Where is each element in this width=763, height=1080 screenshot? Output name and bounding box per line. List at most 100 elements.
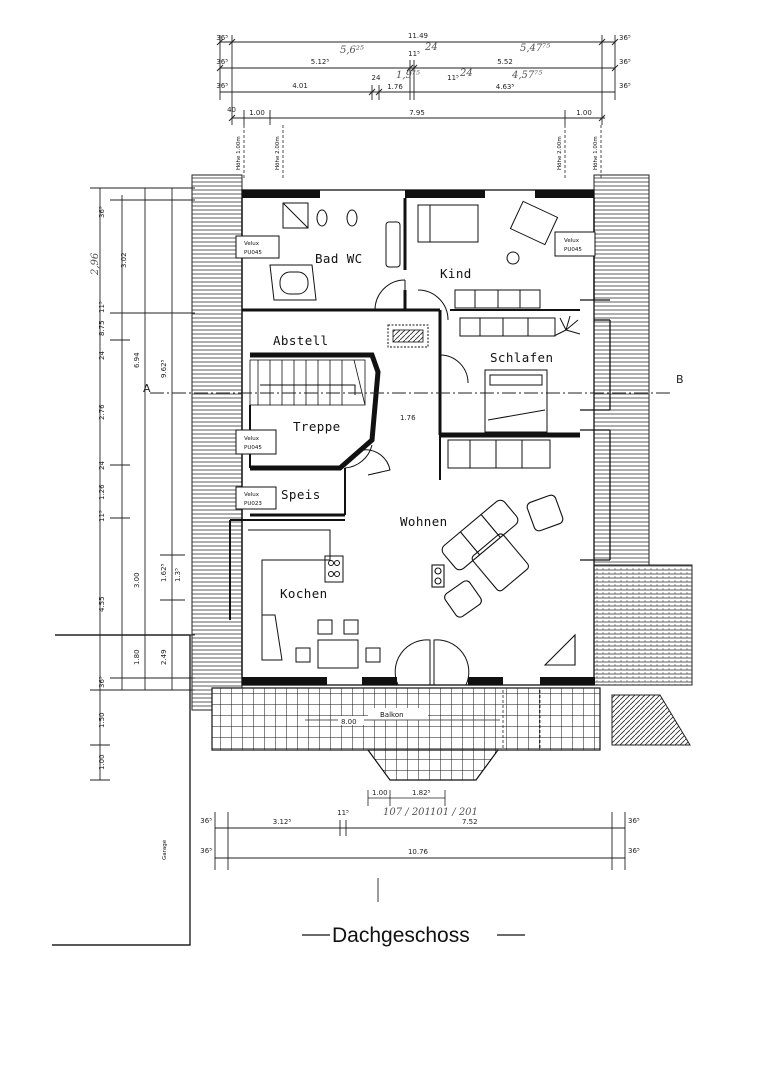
svg-text:24: 24 <box>98 461 106 470</box>
velux-treppe: Velux PU045 <box>235 429 277 455</box>
roof-corner <box>611 694 691 746</box>
svg-text:2.76: 2.76 <box>98 404 106 420</box>
svg-text:1.62⁵: 1.62⁵ <box>160 563 168 582</box>
interior-walls <box>229 198 580 620</box>
velux-kind: Velux PU045 <box>554 231 596 257</box>
svg-text:4.63⁵: 4.63⁵ <box>496 83 515 91</box>
room-treppe: Treppe <box>293 419 341 434</box>
svg-text:4.55: 4.55 <box>98 596 106 612</box>
svg-text:36⁵: 36⁵ <box>628 817 640 825</box>
svg-text:24: 24 <box>424 42 438 53</box>
room-abstell: Abstell <box>273 333 328 348</box>
left-dimensions <box>90 187 195 781</box>
svg-text:36⁵: 36⁵ <box>98 206 106 218</box>
room-labels: Bad WC Kind Abstell Schlafen Treppe Spei… <box>273 251 553 601</box>
velux-speis: Velux PU023 <box>235 486 277 510</box>
svg-text:4,57⁷⁵: 4,57⁷⁵ <box>511 70 542 81</box>
svg-text:36⁵: 36⁵ <box>216 82 228 90</box>
abstell-storage <box>387 324 429 348</box>
svg-text:1.00: 1.00 <box>372 789 388 797</box>
svg-text:36⁵: 36⁵ <box>200 847 212 855</box>
svg-text:1,9⁷⁵: 1,9⁷⁵ <box>396 70 420 81</box>
top-dimension-labels: 36⁵ 11.49 36⁵ 36⁵ 5.12⁵ 11⁵ 5.52 36⁵ 36⁵… <box>216 32 631 117</box>
svg-text:5.52: 5.52 <box>497 58 513 66</box>
top-dimensions <box>219 35 616 125</box>
svg-text:36⁵: 36⁵ <box>628 847 640 855</box>
schlafen-furniture <box>447 315 581 469</box>
svg-text:5.12⁵: 5.12⁵ <box>311 58 330 66</box>
garage-label: Garage <box>162 839 168 860</box>
svg-text:2.49: 2.49 <box>160 649 168 665</box>
garage-outline <box>52 634 191 946</box>
svg-text:36⁵: 36⁵ <box>200 817 212 825</box>
wohnen-furniture <box>431 494 576 666</box>
svg-text:101 / 201: 101 / 201 <box>430 807 478 818</box>
svg-text:1.00: 1.00 <box>576 109 592 117</box>
svg-text:Höhe 1.00m: Höhe 1.00m <box>593 136 599 170</box>
svg-text:8.75: 8.75 <box>98 320 106 336</box>
room-schlafen: Schlafen <box>490 350 553 365</box>
svg-text:11⁵: 11⁵ <box>447 74 459 82</box>
svg-text:1.50: 1.50 <box>98 712 106 728</box>
svg-text:24: 24 <box>98 351 106 360</box>
svg-text:PU045: PU045 <box>244 445 262 451</box>
handwritten-notes-top: 5,6²⁵ 24 5,47⁷⁵ 1,9⁷⁵ 24 4,57⁷⁵ <box>340 42 550 81</box>
svg-text:36⁵: 36⁵ <box>619 58 631 66</box>
staircase <box>249 359 366 406</box>
svg-text:4.01: 4.01 <box>292 82 308 90</box>
left-dimension-labels: 36⁵ 3.02 11⁵ 8.75 24 2.76 24 1.26 11⁵ 3.… <box>90 206 182 770</box>
svg-text:11.49: 11.49 <box>408 32 428 40</box>
balcony-dimensions <box>367 790 446 806</box>
svg-text:Dachgeschoss: Dachgeschoss <box>332 924 470 947</box>
stair-dimension: 1.76 <box>400 414 416 422</box>
svg-text:Velux: Velux <box>564 238 580 244</box>
bathroom-fixtures <box>269 202 401 301</box>
svg-text:3.02: 3.02 <box>120 252 128 268</box>
svg-text:11⁵: 11⁵ <box>98 510 106 522</box>
svg-text:1.3⁵: 1.3⁵ <box>174 568 182 582</box>
room-wohnen: Wohnen <box>400 514 448 529</box>
svg-text:11⁵: 11⁵ <box>98 301 106 313</box>
svg-text:36⁵: 36⁵ <box>216 58 228 66</box>
svg-text:1.26: 1.26 <box>98 484 106 500</box>
doors <box>344 279 470 686</box>
svg-text:107 / 201: 107 / 201 <box>383 807 431 818</box>
svg-text:Höhe 2.00m: Höhe 2.00m <box>557 136 563 170</box>
svg-text:Höhe 1.00m: Höhe 1.00m <box>236 136 242 170</box>
section-label-b: B <box>676 373 684 386</box>
room-bad-wc: Bad WC <box>315 251 363 266</box>
svg-text:2,96: 2,96 <box>90 252 101 276</box>
bottom-dimension-labels: 36⁵ 3.12⁵ 11⁵ 7.52 36⁵ 36⁵ 10.76 36⁵ 107… <box>200 807 640 856</box>
bottom-dimensions <box>214 812 626 902</box>
svg-text:5,6²⁵: 5,6²⁵ <box>340 45 364 56</box>
svg-text:40: 40 <box>227 106 236 114</box>
svg-text:PU045: PU045 <box>244 250 262 256</box>
section-label-a: A <box>143 382 151 395</box>
svg-text:36⁵: 36⁵ <box>619 34 631 42</box>
svg-text:3.00: 3.00 <box>133 572 141 588</box>
svg-text:36⁵: 36⁵ <box>619 82 631 90</box>
room-speis: Speis <box>281 487 321 502</box>
svg-text:Velux: Velux <box>244 241 260 247</box>
svg-text:36⁵: 36⁵ <box>216 34 228 42</box>
svg-text:10.76: 10.76 <box>408 848 429 856</box>
svg-text:7.52: 7.52 <box>462 818 478 826</box>
section-line: A B <box>143 373 684 395</box>
svg-text:8.00: 8.00 <box>341 718 357 726</box>
svg-text:1.76: 1.76 <box>387 83 403 91</box>
svg-text:24: 24 <box>372 74 381 82</box>
top-dimension-ticks <box>216 38 619 122</box>
svg-text:1.00: 1.00 <box>98 754 106 770</box>
svg-text:Höhe 2.00m: Höhe 2.00m <box>275 136 281 170</box>
roof-left <box>191 174 243 711</box>
svg-text:36⁵: 36⁵ <box>98 676 106 688</box>
svg-text:9.62⁵: 9.62⁵ <box>160 359 168 378</box>
height-markers: Höhe 1.00m Höhe 2.00m Höhe 2.00m Höhe 1.… <box>236 125 602 180</box>
svg-text:1.82⁵: 1.82⁵ <box>412 789 431 797</box>
svg-text:11⁵: 11⁵ <box>337 809 349 817</box>
kitchen-furniture <box>248 529 381 669</box>
svg-text:PU045: PU045 <box>564 247 582 253</box>
svg-text:11⁵: 11⁵ <box>408 50 420 58</box>
velux-windows: Velux PU045 Velux PU045 Velux PU045 Velu… <box>235 231 596 510</box>
